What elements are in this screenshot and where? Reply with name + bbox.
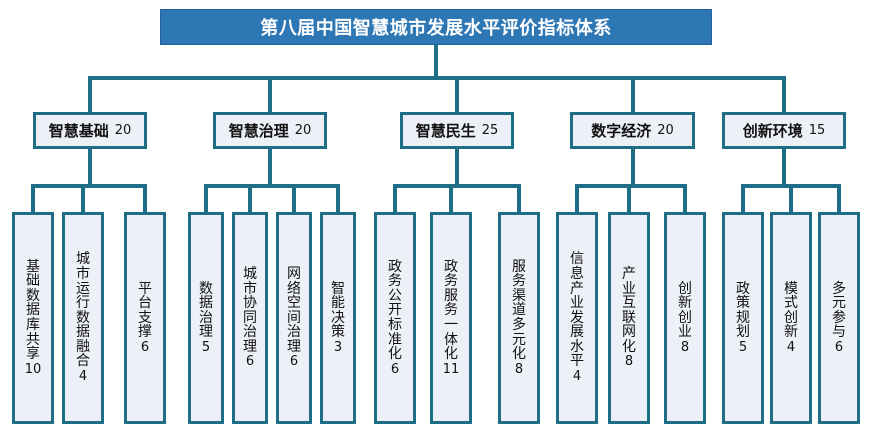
group-node-3[interactable]: 智慧民生 25 [400, 112, 514, 149]
indicator-node-label: 信息产业发展水平 [570, 251, 584, 370]
connector-group-1-drop [88, 149, 92, 186]
connector-group-2-leaf-2 [248, 186, 252, 212]
connector-group-3-bus [393, 184, 521, 188]
connector-group-2-leaf-3 [292, 186, 296, 212]
connector-group-1-leaf-1 [31, 186, 35, 212]
indicator-node-score: 10 [24, 361, 42, 377]
indicator-node-score: 8 [624, 354, 634, 370]
group-node-score: 25 [481, 123, 499, 138]
indicator-node-score: 8 [680, 339, 690, 355]
connector-to-group-5 [782, 78, 786, 112]
connector-group-5-leaf-1 [741, 186, 745, 212]
indicator-node-label: 城市协同治理 [243, 266, 257, 355]
connector-group-5-leaf-2 [789, 186, 793, 212]
indicator-node-score: 6 [390, 361, 400, 377]
connector-to-group-1 [88, 78, 92, 112]
group-node-2[interactable]: 智慧治理 20 [213, 112, 327, 149]
group-node-score: 20 [657, 123, 674, 138]
diagram-title-box: 第八届中国智慧城市发展水平评价指标体系 [160, 9, 712, 45]
connector-group-3-leaf-2 [449, 186, 453, 212]
indicator-node-score: 8 [514, 361, 524, 377]
connector-to-group-4 [630, 78, 635, 112]
connector-to-group-3 [455, 78, 459, 112]
connector-main-bus [88, 76, 786, 80]
group-node-score: 15 [808, 123, 826, 138]
indicator-node-score: 6 [289, 354, 299, 370]
indicator-node-label: 多元参与 [832, 280, 846, 341]
group-node-score: 20 [114, 123, 132, 138]
diagram-title-text: 第八届中国智慧城市发展水平评价指标体系 [260, 18, 612, 39]
group-node-4[interactable]: 数字经济 20 [570, 112, 695, 149]
indicator-node-score: 11 [442, 361, 460, 377]
connector-group-3-leaf-1 [393, 186, 397, 212]
indicator-node-score: 6 [140, 339, 150, 355]
connector-group-1-bus [31, 184, 147, 188]
group-node-5[interactable]: 创新环境 15 [722, 112, 846, 149]
indicator-node-label: 政务公开标准化 [388, 258, 402, 363]
indicator-node-label: 服务渠道多元化 [512, 258, 526, 363]
indicator-node-label: 政策规划 [736, 280, 750, 341]
connector-group-5-leaf-3 [837, 186, 841, 212]
connector-group-1-leaf-2 [81, 186, 85, 212]
indicator-node-score: 4 [786, 339, 796, 355]
connector-group-2-bus [204, 184, 340, 188]
indicator-node-label: 模式创新 [784, 280, 798, 341]
indicator-node-score: 6 [834, 339, 844, 355]
indicator-node-label: 基础数据库共享 [26, 258, 40, 363]
indicator-node-score: 6 [245, 354, 255, 370]
connector-group-5-drop [782, 149, 786, 186]
indicator-node-score: 4 [78, 368, 88, 384]
group-node-score: 20 [294, 123, 312, 138]
indicator-node-score: 5 [738, 339, 748, 355]
indicator-node-label: 政务服务一体化 [444, 258, 458, 363]
group-node-label: 智慧民生 [415, 122, 476, 140]
connector-group-4-drop [630, 149, 635, 186]
connector-group-1-leaf-3 [143, 186, 147, 212]
group-node-1[interactable]: 智慧基础 20 [33, 112, 147, 149]
connector-title-drop [434, 45, 438, 78]
indicator-node-score: 3 [333, 339, 343, 355]
group-node-label: 数字经济 [591, 122, 652, 140]
connector-group-4-bus [575, 184, 687, 188]
indicator-node-score: 4 [572, 368, 582, 384]
connector-group-4-leaf-3 [683, 186, 687, 212]
indicator-node-label: 智能决策 [331, 280, 345, 341]
group-node-label: 智慧治理 [228, 122, 289, 140]
group-node-label: 创新环境 [742, 122, 803, 140]
connector-group-2-drop [268, 149, 272, 186]
indicator-node-label: 产业互联网化 [622, 266, 636, 355]
indicator-node-label: 创新创业 [678, 280, 692, 341]
connector-to-group-2 [268, 78, 272, 112]
indicator-node-label: 网络空间治理 [287, 266, 301, 355]
indicator-node-label: 城市运行数据融合 [76, 251, 90, 370]
connector-group-4-leaf-2 [627, 186, 631, 212]
connector-group-3-drop [455, 149, 459, 186]
connector-group-4-leaf-1 [575, 186, 579, 212]
indicator-node-score: 5 [201, 339, 211, 355]
connector-group-2-leaf-4 [336, 186, 340, 212]
group-node-label: 智慧基础 [48, 122, 109, 140]
indicator-node-label: 数据治理 [199, 280, 213, 341]
connector-group-2-leaf-1 [204, 186, 208, 212]
indicator-node-label: 平台支撑 [138, 280, 152, 341]
connector-group-3-leaf-3 [517, 186, 521, 212]
